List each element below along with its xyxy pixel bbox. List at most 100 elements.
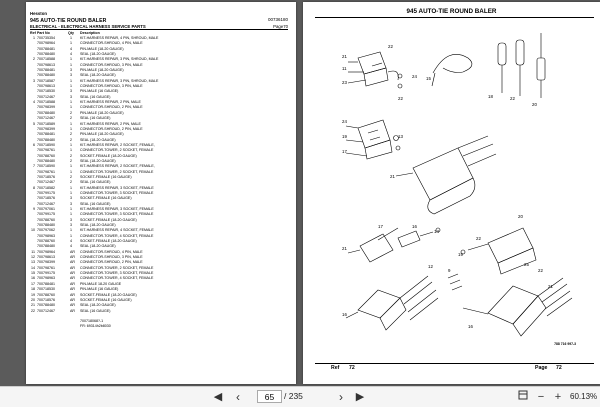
parts-cell-part: 700718530 [37, 287, 55, 292]
parts-cell-part: 700718590 [37, 142, 55, 147]
fit-width-icon[interactable] [516, 390, 530, 404]
parts-cell-part: 700712467 [37, 201, 55, 206]
parts-cell-part: 700718590 [37, 164, 55, 169]
parts-cell-qty: 4 [70, 244, 72, 249]
title-rule [315, 17, 594, 18]
parts-cell-qty: 1 [70, 105, 72, 110]
parts-cell-qty: AR [70, 297, 75, 302]
parts-cell-part: 700788481 [37, 281, 55, 286]
parts-cell-qty: AR [70, 281, 75, 286]
parts-cell-qty: 3 [70, 94, 72, 99]
parts-cell-ref: 8 [33, 185, 35, 190]
tool-handle [515, 39, 525, 66]
parts-cell-desc: KIT-HARNESS REPAIR, 2 PIN, MALE [80, 121, 141, 126]
parts-cell-qty: 2 [70, 174, 72, 179]
parts-cell-qty: 1 [70, 142, 72, 147]
parts-cell-desc: KIT-HARNESS REPAIR, 3 SOCKET, FEMALE [80, 185, 154, 190]
callout-label: 12 [428, 264, 433, 269]
zoom-in-icon[interactable]: + [554, 391, 562, 403]
right-page: 945 AUTO-TIE ROUND BALER [303, 2, 600, 384]
parts-cell-qty: 3 [70, 223, 72, 228]
parts-cell-qty: 4 [70, 46, 72, 51]
parts-cell-desc: SOCKET-FEMALE (16 GAUGE) [80, 297, 132, 302]
callout-label: 22 [476, 236, 481, 241]
callout-label: 17 [342, 149, 347, 154]
zoom-out-icon[interactable]: − [537, 391, 545, 403]
parts-cell-ref: 9 [33, 207, 35, 211]
parts-cell-qty: 1 [70, 233, 72, 238]
parts-cell-part: 700798613 [37, 84, 55, 89]
parts-cell-desc: CONNECTOR-SHROUD, 4 PIN, MALE [80, 249, 143, 254]
parts-cell-qty: 1 [70, 41, 72, 46]
parts-cell-part: 700799175 [37, 190, 55, 195]
parts-cell-qty: 2 [70, 110, 72, 115]
col-header-qty: Qty [68, 31, 74, 35]
parts-cell-desc: SEAL (18-20 GAUGE) [80, 52, 116, 57]
parts-cell-qty: 1 [70, 36, 72, 40]
parts-cell-qty: 1 [70, 207, 72, 211]
parts-cell-desc: SOCKET-FEMALE (18-20 GAUGE) [80, 292, 137, 297]
parts-cell-desc: KIT-HARNESS REPAIR, 3 PIN, SHROUD, MALE [80, 57, 159, 62]
parts-cell-part: 700788760 [37, 292, 55, 297]
parts-cell-ref: 20 [31, 297, 35, 302]
parts-cell-desc: CONNECTOR-TOWER, 3 SOCKET, FEMALE [80, 190, 154, 195]
parts-cell-part: 700712467 [37, 180, 55, 185]
parts-cell-part: 700788760 [37, 153, 55, 158]
parts-cell-part: 700718587 [37, 78, 55, 83]
col-header-desc: Description [80, 31, 100, 35]
parts-cell-part: 700718588 [37, 100, 55, 105]
viewer-toolbar: ◀︎ ‹ 65 / 235 › ▶︎ − + 60.13% [0, 386, 600, 407]
page-title: 945 AUTO-TIE ROUND BALER [30, 18, 107, 24]
zoom-level: 60.13% [570, 392, 598, 401]
parts-cell-part: 700788480 [37, 137, 55, 142]
parts-cell-part: 700798761 [37, 169, 55, 174]
callout-label: 16 [412, 224, 417, 229]
callout-label: 24 [342, 119, 347, 124]
parts-cell-desc: CONNECTOR-TOWER, 3 SOCKET, FEMALE [80, 271, 154, 276]
parts-cell-desc: SEAL (16 GAUGE) [80, 308, 111, 313]
document-viewer: Hesston 945 AUTO-TIE ROUND BALER 0073618… [26, 2, 600, 384]
page-footer-label: Page [535, 365, 548, 371]
first-page-icon[interactable]: ◀︎ [213, 391, 223, 403]
next-page-icon[interactable]: › [339, 390, 343, 404]
parts-cell-desc: CONNECTOR-SHROUD, 2 PIN, MALE [80, 126, 143, 131]
parts-cell-ref: 21 [31, 303, 35, 308]
footer-rule [315, 363, 594, 364]
footnote: 700718068?-1 [80, 319, 104, 323]
parts-cell-ref: 18 [31, 287, 35, 292]
parts-cell-desc: PIN-MALE (16 GAUGE) [80, 89, 119, 94]
parts-cell-desc: KIT-HARNESS REPAIR, 4 SOCKET, FEMALE [80, 228, 154, 233]
parts-cell-ref: 2 [33, 57, 35, 62]
section-title: ELECTRICAL - ELECTRICAL HARNESS SERVICE … [30, 24, 146, 29]
parts-cell-part: 700718576 [37, 174, 55, 179]
parts-cell-qty: 1 [70, 169, 72, 174]
page-number-input[interactable]: 65 [257, 390, 282, 403]
last-page-icon[interactable]: ▶︎ [355, 391, 365, 403]
parts-cell-part: 700788480 [37, 303, 55, 308]
parts-cell-ref: 16 [31, 276, 35, 281]
parts-cell-desc: CONNECTOR-TOWER, 2 SOCKET, FEMALE [80, 148, 154, 153]
parts-cell-part: 700788481 [37, 46, 55, 51]
parts-cell-qty: 2 [70, 153, 72, 158]
callout-label: 23 [342, 80, 347, 85]
parts-cell-ref: 5 [33, 121, 35, 126]
prev-page-icon[interactable]: ‹ [236, 390, 240, 404]
parts-cell-desc: KIT-HARNESS REPAIR, 2 PIN, MALE [80, 100, 141, 105]
